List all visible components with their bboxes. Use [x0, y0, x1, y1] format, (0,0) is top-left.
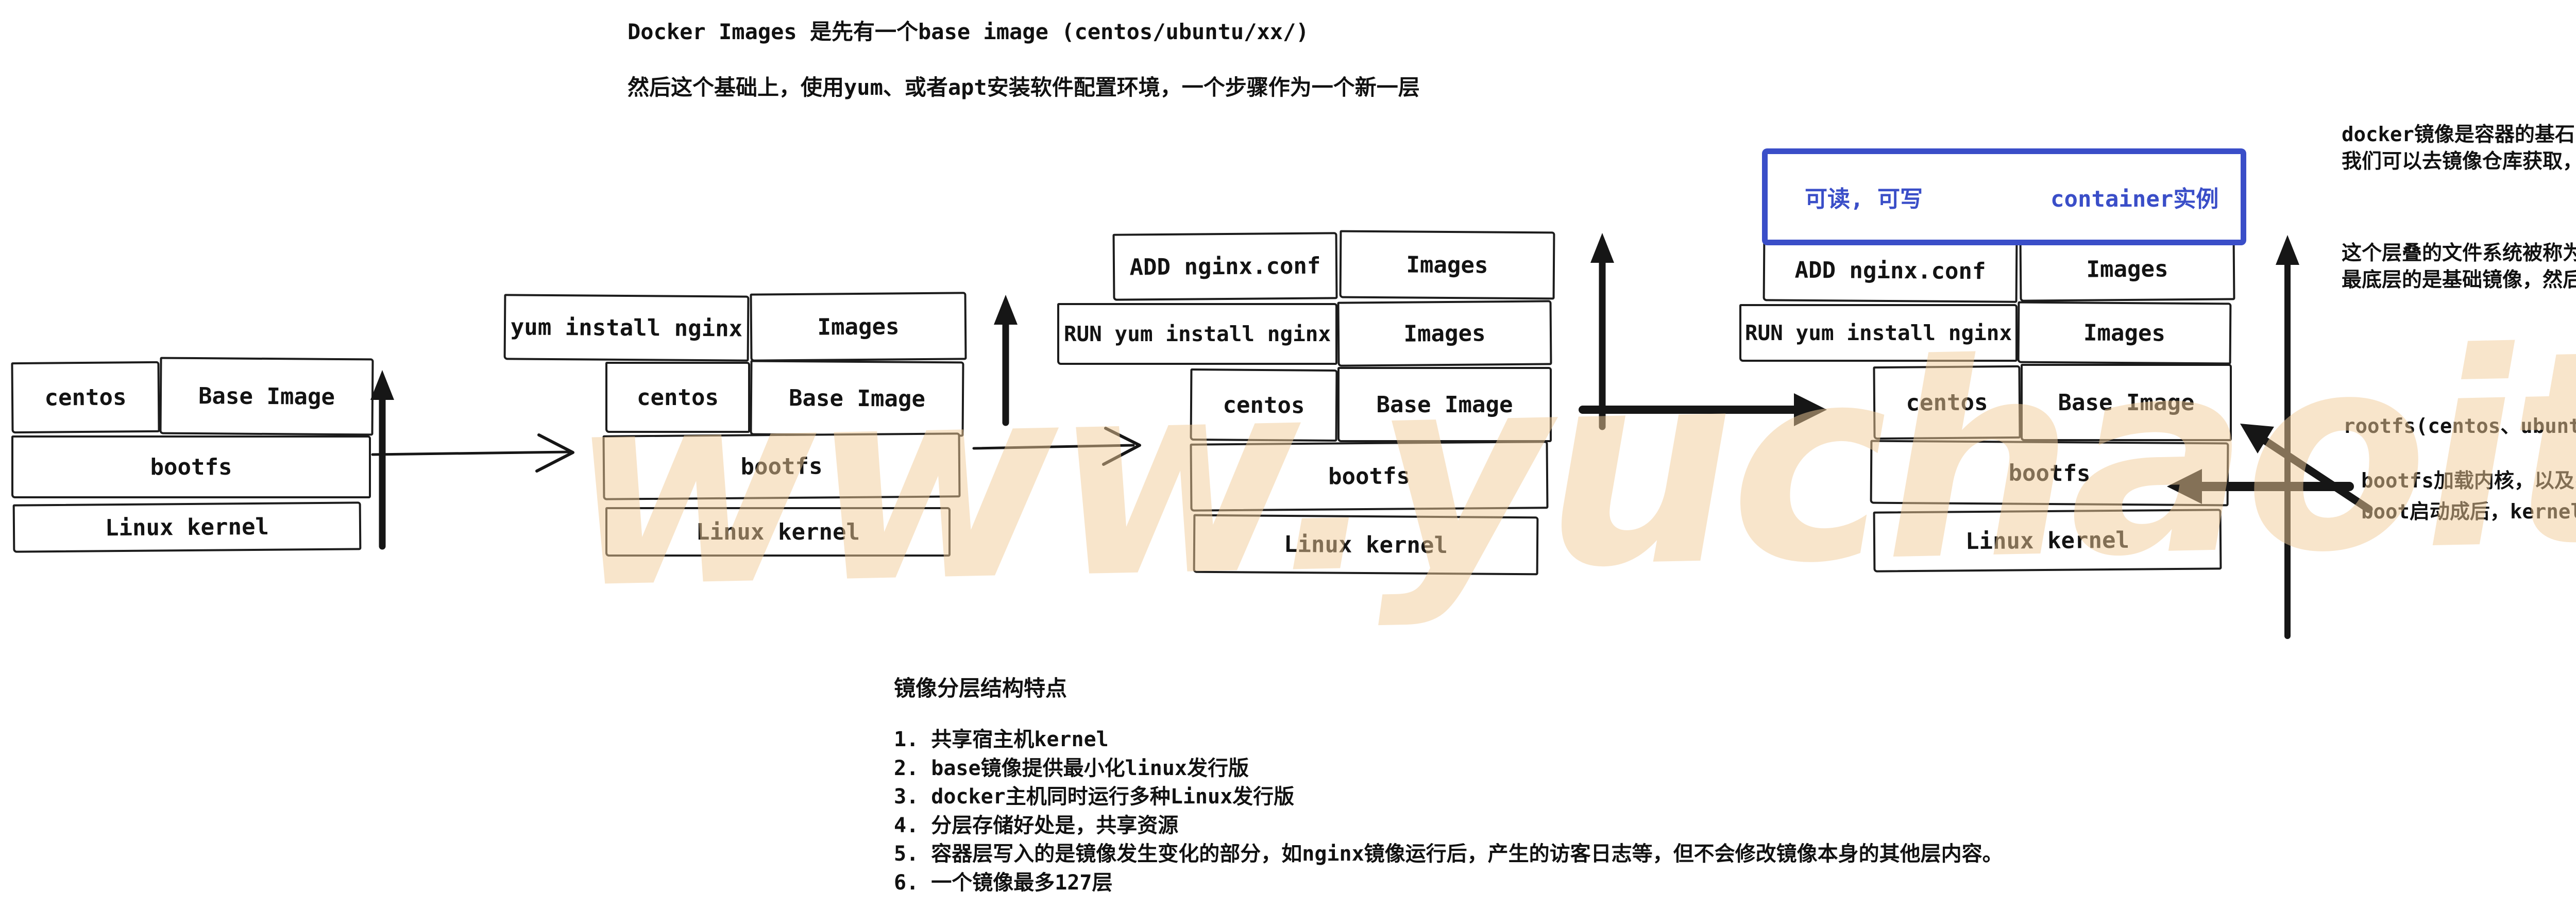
- feature-item-6: 6. 一个镜像最多127层: [894, 870, 1113, 895]
- stack1-linux-kernel-box: Linux kernel: [12, 501, 362, 553]
- stack2-yum-install-nginx-box: yum install nginx: [503, 294, 750, 362]
- stack1-bootfs-box: bootfs: [11, 435, 371, 498]
- stack2-base-image-box: Base Image: [750, 360, 964, 437]
- flow-arrow-stack3-stack4: [1579, 393, 1827, 426]
- stack4-run-yum-install-nginx-box: RUN yum install nginx: [1739, 304, 2018, 362]
- stack3-base-image-box: Base Image: [1337, 367, 1552, 442]
- annotation-readonly-2: 我们可以去镜像仓库获取，也可以基于现有的镜像，添加为新的镜像。: [2342, 150, 2576, 173]
- stack3-centos-box: centos: [1190, 368, 1338, 442]
- features-title: 镜像分层结构特点: [894, 676, 1067, 701]
- up-arrow-stack4: [2276, 235, 2299, 639]
- stack3-add-nginx-conf-box: ADD nginx.conf: [1112, 232, 1338, 301]
- stack4-images-mid-box: Images: [2017, 301, 2232, 365]
- stack2-images-box: Images: [750, 292, 967, 362]
- feature-item-3: 3. docker主机同时运行多种Linux发行版: [894, 785, 1295, 809]
- stack4-images-top-box: Images: [2019, 236, 2235, 302]
- stack4-base-image-box: Base Image: [2021, 364, 2232, 441]
- up-arrow-stack2: [994, 295, 1018, 426]
- header-line-1: Docker Images 是先有一个base image (centos/ub…: [628, 19, 1309, 44]
- stack4-centos-box: centos: [1873, 365, 2021, 440]
- header-line-2: 然后这个基础上，使用yum、或者apt安装软件配置环境，一个步骤作为一个新一层: [628, 75, 1420, 100]
- feature-item-1: 1. 共享宿主机kernel: [894, 728, 1109, 751]
- stack1-base-image-box: Base Image: [159, 357, 374, 436]
- flow-arrow-stack2-stack3: [972, 427, 1141, 466]
- stack2-centos-box: centos: [605, 362, 750, 433]
- container-readwrite-label: 可读, 可写: [1805, 186, 1923, 212]
- annotation-bootfs-1: bootfs加载内核，以及引导启动程序；: [2361, 469, 2576, 493]
- annotation-rootfs: rootfs(centos、ubuntu)基础镜像: [2343, 415, 2576, 438]
- annotation-readonly-1: docker镜像是容器的基石，是一个层叠的只读文件系统；: [2342, 123, 2576, 146]
- up-arrow-stack3: [1590, 233, 1614, 430]
- stack3-bootfs-box: bootfs: [1190, 441, 1549, 512]
- stack3-images-top-box: Images: [1339, 230, 1555, 300]
- stack1-centos-box: centos: [11, 361, 160, 434]
- flow-arrow-stack1-stack2: [371, 433, 574, 473]
- features-list: 1. 共享宿主机kernel 2. base镜像提供最小化linux发行版 3.…: [894, 726, 2003, 897]
- annotation-union-2: 最底层的是基础镜像，然后依次类推为父镜像；: [2342, 268, 2576, 292]
- stack4-add-nginx-conf-box: ADD nginx.conf: [1762, 238, 2018, 303]
- feature-item-2: 2. base镜像提供最小化linux发行版: [894, 756, 1249, 780]
- stack3-images-mid-box: Images: [1337, 300, 1552, 367]
- container-instance-box: 可读, 可写 container实例: [1762, 148, 2246, 245]
- feature-item-4: 4. 分层存储好处是，共享资源: [894, 813, 1179, 837]
- feature-item-5: 5. 容器层写入的是镜像发生变化的部分，如nginx镜像运行后，产生的访客日志等…: [894, 842, 2003, 866]
- stack2-linux-kernel-box: Linux kernel: [605, 507, 951, 557]
- stack4-bootfs-box: bootfs: [1870, 440, 2229, 507]
- annotation-bootfs-2: boot启动成后，kernel程序加载在内存中，以及加载rootfs（也就是我们…: [2361, 500, 2576, 524]
- stack3-run-yum-install-nginx-box: RUN yum install nginx: [1057, 303, 1337, 365]
- stack4-linux-kernel-box: Linux kernel: [1873, 509, 2222, 573]
- stack3-linux-kernel-box: Linux kernel: [1193, 514, 1539, 576]
- annotation-union-1: 这个层叠的文件系统被称为联合加载技术，加载多个文件系统，联合起来为一整个文件系统…: [2342, 242, 2576, 265]
- container-instance-label: container实例: [2050, 186, 2219, 212]
- stack2-bootfs-box: bootfs: [602, 432, 961, 500]
- up-arrow-stack1: [370, 370, 394, 550]
